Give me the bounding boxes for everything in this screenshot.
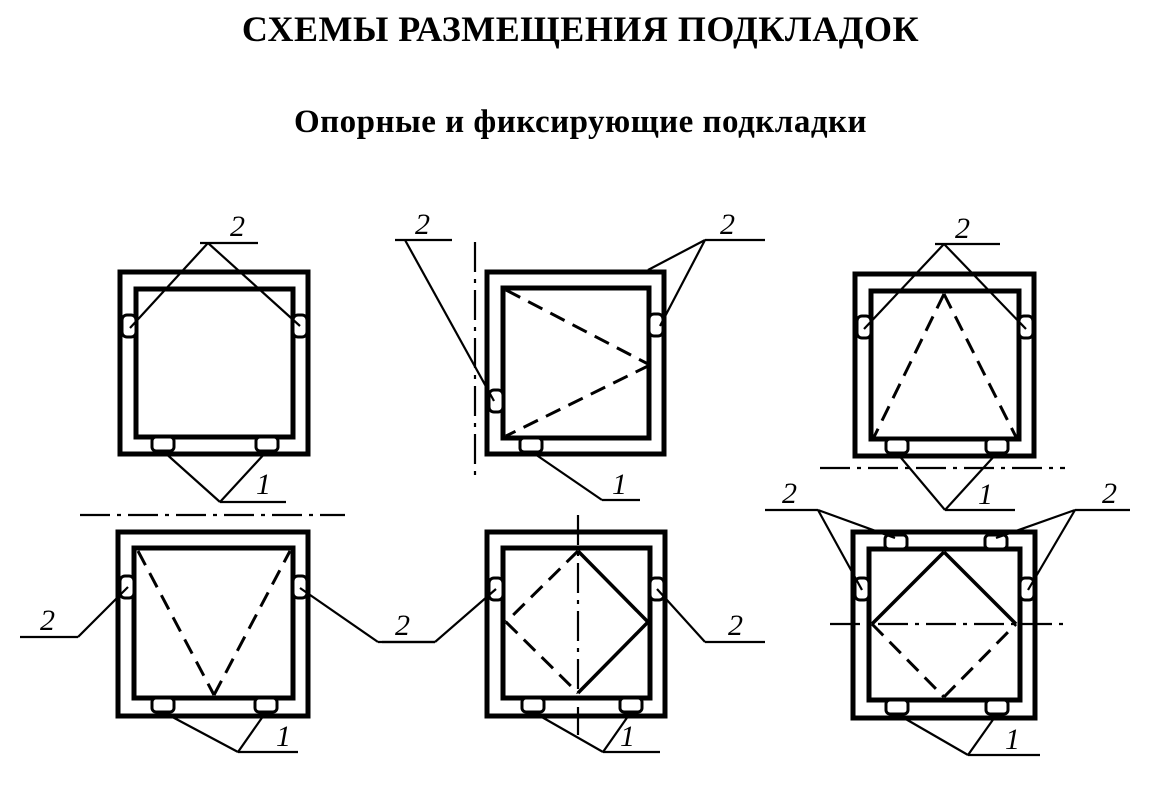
scheme-top-left: 2 1: [80, 210, 345, 517]
scheme-top-right: 2 1: [820, 212, 1065, 512]
support-pad: [984, 698, 1010, 716]
support-pad: [984, 437, 1010, 455]
label-2: 2: [1102, 477, 1117, 510]
support-pad: [618, 696, 644, 714]
scheme-bottom-left: 2 2 1: [20, 529, 435, 754]
support-pad: [518, 436, 544, 454]
fixing-pad: [983, 533, 1009, 551]
label-1: 1: [978, 478, 993, 511]
support-pad: [254, 435, 280, 453]
support-pad: [884, 437, 910, 455]
fixing-pad: [883, 533, 909, 551]
label-1: 1: [256, 468, 271, 501]
support-pad: [884, 698, 910, 716]
scheme-bottom-right: 2 2 1: [765, 477, 1130, 757]
fixing-pad: [1018, 576, 1036, 602]
support-pad: [520, 696, 546, 714]
label-2: 2: [230, 210, 245, 243]
label-2: 2: [782, 477, 797, 510]
support-pad: [150, 696, 176, 714]
label-2: 2: [955, 212, 970, 245]
label-2: 2: [720, 208, 735, 241]
fixing-pad: [120, 313, 138, 339]
label-1: 1: [1005, 723, 1020, 756]
label-1: 1: [276, 720, 291, 753]
page-title: СХЕМЫ РАЗМЕЩЕНИЯ ПОДКЛАДОК: [241, 9, 920, 49]
fixing-pad: [647, 312, 665, 338]
fixing-pad: [855, 314, 873, 340]
label-1: 1: [620, 720, 635, 753]
label-2: 2: [728, 609, 743, 642]
label-1: 1: [612, 468, 627, 501]
label-2: 2: [395, 609, 410, 642]
label-2: 2: [415, 208, 430, 241]
page-subtitle: Опорные и фиксирующие подкладки: [293, 104, 868, 140]
fixing-pad: [1017, 314, 1035, 340]
label-2: 2: [40, 604, 55, 637]
scheme-top-middle: 2 2 1: [395, 208, 765, 502]
fixing-pad: [291, 574, 309, 600]
scheme-bottom-middle: 2 1: [382, 515, 765, 754]
support-pad: [150, 435, 176, 453]
fixing-pad: [487, 388, 505, 414]
support-pad: [253, 696, 279, 714]
